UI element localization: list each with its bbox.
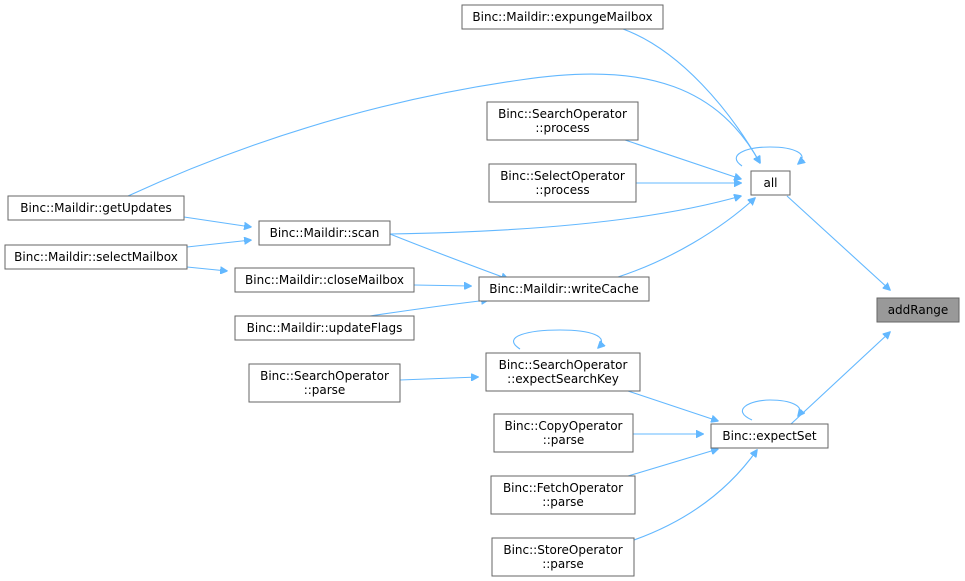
node-scan[interactable]: Binc::Maildir::scan bbox=[258, 220, 391, 246]
edge-getUpdates-to-all bbox=[127, 73, 760, 197]
edge-getUpdates-to-scan bbox=[183, 216, 251, 227]
node-label: ::process bbox=[535, 183, 589, 197]
node-label: Binc::expectSet bbox=[722, 429, 816, 443]
edge-searchParse-to-expectSearchKey bbox=[399, 377, 478, 380]
node-box bbox=[234, 267, 415, 293]
node-fetchParse[interactable]: Binc::FetchOperator::parse bbox=[490, 475, 636, 515]
edge-expectSearchKey-to-expectSearchKey bbox=[513, 329, 602, 350]
node-label: Binc::Maildir::updateFlags bbox=[247, 321, 403, 335]
node-closeMailbox[interactable]: Binc::Maildir::closeMailbox bbox=[234, 267, 415, 293]
node-box bbox=[491, 537, 635, 577]
edge-storeParse-to-expectSet bbox=[633, 450, 757, 541]
node-all[interactable]: all bbox=[750, 170, 791, 196]
node-box bbox=[234, 315, 415, 341]
edges bbox=[127, 28, 890, 541]
edge-scan-to-writeCache bbox=[389, 233, 508, 279]
edge-all-to-addRange bbox=[786, 195, 890, 290]
node-box bbox=[7, 195, 185, 221]
edge-updateFlags-to-writeCache bbox=[369, 300, 488, 317]
node-expungeMailbox[interactable]: Binc::Maildir::expungeMailbox bbox=[461, 4, 664, 30]
node-searchProcess[interactable]: Binc::SearchOperator::process bbox=[486, 101, 639, 141]
node-label: Binc::Maildir::closeMailbox bbox=[245, 273, 404, 287]
edge-closeMailbox-to-writeCache bbox=[413, 285, 471, 286]
edge-selectMailbox-to-scan bbox=[186, 240, 251, 248]
node-label: ::parse bbox=[543, 433, 585, 447]
edge-fetchParse-to-expectSet bbox=[627, 449, 718, 477]
node-box bbox=[258, 220, 391, 246]
edge-searchProcess-to-all bbox=[624, 139, 741, 179]
node-expectSearchKey[interactable]: Binc::SearchOperator::expectSearchKey bbox=[485, 352, 641, 392]
edge-expectSet-to-addRange bbox=[790, 332, 890, 425]
edge-expectSet-to-expectSet bbox=[741, 399, 800, 421]
edge-all-to-all bbox=[735, 146, 802, 167]
node-box bbox=[4, 244, 188, 270]
node-label: Binc::Maildir::writeCache bbox=[489, 282, 638, 296]
node-label: Binc::SearchOperator bbox=[498, 107, 627, 121]
node-box bbox=[248, 363, 401, 403]
node-label: ::expectSearchKey bbox=[507, 372, 619, 386]
node-getUpdates[interactable]: Binc::Maildir::getUpdates bbox=[7, 195, 185, 221]
node-label: Binc::Maildir::selectMailbox bbox=[14, 250, 178, 264]
node-label: all bbox=[763, 176, 777, 190]
node-box bbox=[461, 4, 664, 30]
node-label: ::parse bbox=[542, 557, 584, 571]
node-label: Binc::SearchOperator bbox=[499, 358, 628, 372]
node-writeCache[interactable]: Binc::Maildir::writeCache bbox=[478, 276, 650, 302]
node-storeParse[interactable]: Binc::StoreOperator::parse bbox=[491, 537, 635, 577]
node-box bbox=[488, 163, 637, 203]
node-expectSet[interactable]: Binc::expectSet bbox=[710, 423, 829, 449]
edge-writeCache-to-all bbox=[617, 198, 755, 278]
edge-expectSearchKey-to-expectSet bbox=[627, 390, 718, 421]
node-box bbox=[876, 297, 960, 323]
node-label: Binc::SearchOperator bbox=[260, 369, 389, 383]
node-searchParse[interactable]: Binc::SearchOperator::parse bbox=[248, 363, 401, 403]
node-label: ::parse bbox=[304, 383, 346, 397]
node-label: Binc::Maildir::expungeMailbox bbox=[472, 10, 652, 24]
node-selectProcess[interactable]: Binc::SelectOperator::process bbox=[488, 163, 637, 203]
node-updateFlags[interactable]: Binc::Maildir::updateFlags bbox=[234, 315, 415, 341]
node-label: Binc::SelectOperator bbox=[500, 169, 625, 183]
node-label: Binc::StoreOperator bbox=[503, 543, 622, 557]
node-box bbox=[493, 413, 634, 453]
node-addRange[interactable]: addRange bbox=[876, 297, 960, 323]
node-label: Binc::FetchOperator bbox=[503, 481, 623, 495]
node-label: ::parse bbox=[542, 495, 584, 509]
edge-selectMailbox-to-closeMailbox bbox=[186, 266, 227, 271]
node-box bbox=[486, 101, 639, 141]
node-label: Binc::Maildir::getUpdates bbox=[20, 201, 171, 215]
node-label: addRange bbox=[888, 303, 949, 317]
node-label: Binc::Maildir::scan bbox=[270, 226, 380, 240]
node-box bbox=[490, 475, 636, 515]
node-selectMailbox[interactable]: Binc::Maildir::selectMailbox bbox=[4, 244, 188, 270]
node-box bbox=[750, 170, 791, 196]
node-label: Binc::CopyOperator bbox=[504, 419, 622, 433]
node-copyParse[interactable]: Binc::CopyOperator::parse bbox=[493, 413, 634, 453]
node-box bbox=[710, 423, 829, 449]
edge-expungeMailbox-to-all bbox=[622, 28, 760, 163]
node-box bbox=[478, 276, 650, 302]
edge-scan-to-all bbox=[389, 196, 741, 235]
node-box bbox=[485, 352, 641, 392]
node-label: ::process bbox=[535, 121, 589, 135]
